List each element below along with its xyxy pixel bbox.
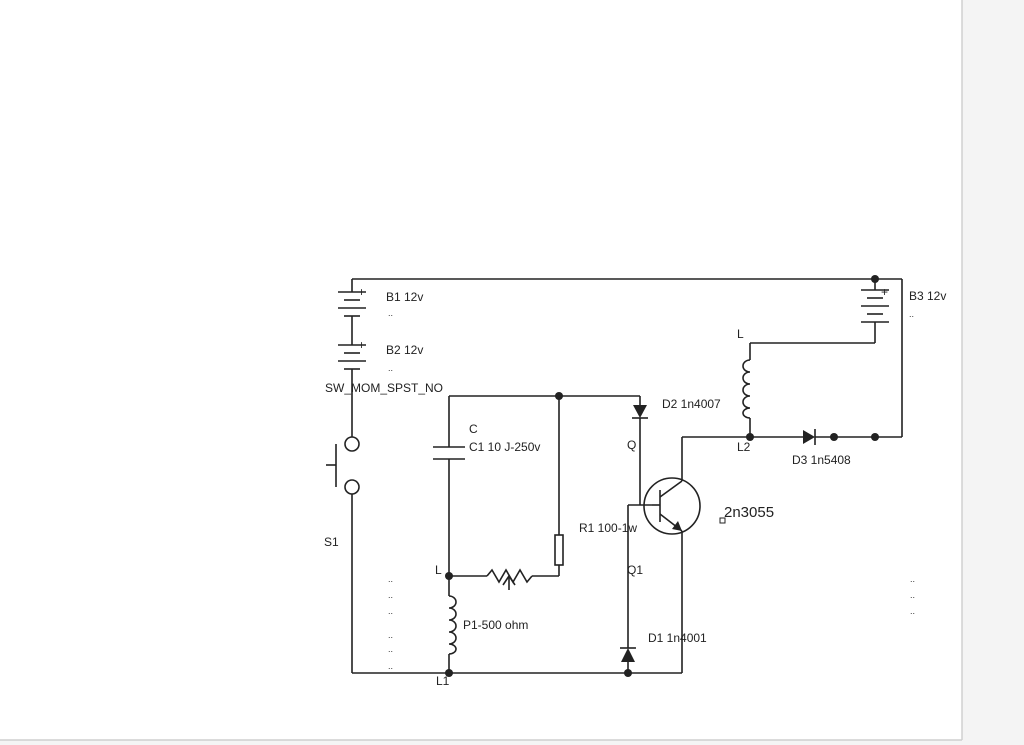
dots-b2: ..: [388, 363, 393, 373]
potentiometer-p1: [486, 568, 533, 590]
label-transistor: 2n3055: [724, 504, 774, 521]
label-l-top: L: [435, 563, 442, 577]
label-switch-type: SW_MOM_SPST_NO: [325, 381, 443, 395]
transistor-q1: [643, 477, 701, 535]
inductor-l1: [448, 595, 457, 655]
label-l-right: L: [737, 327, 744, 341]
label-c-ref: C: [469, 422, 478, 436]
dot-column-left: .. .. .. .. .. ..: [388, 574, 393, 671]
svg-text:..: ..: [388, 606, 393, 616]
transistor-ref-marker: [719, 517, 726, 524]
inductor-l2: [742, 359, 751, 419]
battery-b1: +: [338, 285, 366, 321]
b3-plus-sign: +: [881, 285, 888, 299]
svg-text:..: ..: [388, 630, 393, 640]
label-d2: D2 1n4007: [662, 397, 721, 411]
diode-d3: [803, 429, 816, 445]
label-q1: Q1: [627, 563, 643, 577]
label-b2: B2 12v: [386, 343, 423, 357]
svg-text:..: ..: [910, 590, 915, 600]
paper: [0, 0, 962, 740]
label-d3: D3 1n5408: [792, 453, 851, 467]
dots-b1: ..: [388, 308, 393, 318]
switch-s1: [326, 436, 360, 495]
capacitor-c1: [433, 446, 465, 460]
label-p1: P1-500 ohm: [463, 618, 528, 632]
label-b3: B3 12v: [909, 289, 946, 303]
diode-d1: [620, 647, 636, 662]
svg-text:..: ..: [388, 574, 393, 584]
junction-dots: [445, 275, 879, 677]
battery-b2: +: [338, 338, 366, 374]
svg-text:..: ..: [388, 661, 393, 671]
label-s1: S1: [324, 535, 339, 549]
svg-text:..: ..: [910, 574, 915, 584]
diode-d2: [632, 405, 648, 419]
b1-plus-sign: +: [358, 285, 365, 299]
b2-plus-sign: +: [358, 338, 365, 352]
dot-column-right: .. .. ..: [910, 574, 915, 616]
svg-text:..: ..: [910, 606, 915, 616]
label-c1: C1 10 J-250v: [469, 440, 540, 454]
label-l2: L2: [737, 440, 751, 454]
dots-b3: ..: [909, 309, 914, 319]
label-d1: D1 1n4001: [648, 631, 707, 645]
battery-b3: +: [861, 285, 889, 326]
resistor-r1: [554, 534, 564, 566]
label-l1: L1: [436, 674, 450, 688]
label-b1: B1 12v: [386, 290, 423, 304]
label-q: Q: [627, 438, 636, 452]
svg-text:..: ..: [388, 644, 393, 654]
svg-text:..: ..: [388, 590, 393, 600]
label-r1: R1 100-1w: [579, 521, 637, 535]
